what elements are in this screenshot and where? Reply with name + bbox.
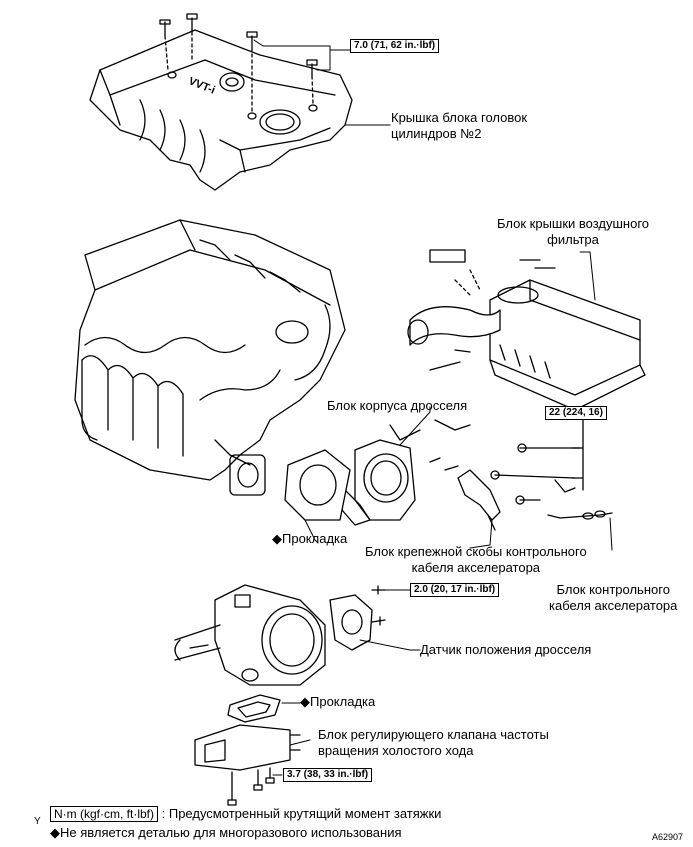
label-head-cover: Крышка блока головок цилиндров №2 [391, 110, 527, 142]
tps-part [329, 585, 386, 651]
label-air-cleaner-cap-line-1: Блок крышки воздушного [497, 216, 650, 231]
label-accel-cable: Блок контрольного кабеля акселератора [549, 582, 677, 614]
legend-unit-box: N·m (kgf·cm, ft·lbf) [50, 806, 158, 822]
gasket-2-part [227, 694, 281, 723]
label-accel-bracket-line-1: Блок крепежной скобы контрольного [365, 544, 587, 559]
label-head-cover-line-2: цилиндров №2 [391, 126, 482, 141]
label-air-cleaner-cap-line-2: фильтра [547, 232, 599, 247]
torque-spec-4: 3.7 (38, 33 in.·lbf) [283, 768, 373, 782]
label-gasket-2: ◆Прокладка [300, 694, 376, 709]
label-air-cleaner-cap: Блок крышки воздушного фильтра [497, 216, 649, 248]
figure-id: A62907 [652, 832, 684, 842]
bracket-bolts [490, 419, 584, 505]
throttle-body-part [341, 419, 471, 526]
air-cleaner-part [407, 249, 646, 411]
legend-unit-text: : Предусмотренный крутящий момент затяжк… [161, 806, 442, 821]
torque-spec-1: 7.0 (71, 62 in.·lbf) [350, 39, 440, 53]
torque-spec-2: 22 (224, 16) [545, 406, 607, 420]
leader-lines [253, 39, 613, 776]
accel-cable-part [547, 510, 613, 520]
label-isc-valve: Блок регулирующего клапана частоты враще… [318, 727, 549, 759]
label-isc-valve-line-2: вращения холостого хода [318, 743, 474, 758]
throttle-body-detail [174, 584, 326, 686]
label-head-cover-line-1: Крышка блока головок [391, 110, 528, 125]
label-isc-valve-line-1: Блок регулирующего клапана частоты [318, 727, 549, 742]
isc-valve-part [194, 724, 301, 806]
legend-non-reusable: ◆Не является деталью для многоразового и… [50, 825, 402, 840]
label-accel-cable-line-2: кабеля акселератора [549, 598, 678, 613]
legend-torque: N·m (kgf·cm, ft·lbf) : Предусмотренный к… [50, 806, 441, 822]
torque-spec-3: 2.0 (20, 17 in.·lbf) [410, 583, 500, 597]
head-cover-part [89, 29, 353, 191]
label-tps: Датчик положения дросселя [420, 642, 592, 657]
gasket-1-part [284, 449, 351, 521]
label-accel-bracket: Блок крепежной скобы контрольного кабеля… [365, 544, 587, 576]
engine-part [74, 219, 346, 496]
cover-bolts [159, 13, 318, 113]
corner-mark: Y [34, 816, 41, 827]
label-accel-bracket-line-2: кабеля акселератора [411, 560, 541, 575]
label-throttle-body: Блок корпуса дросселя [327, 398, 468, 413]
label-accel-cable-line-1: Блок контрольного [556, 582, 670, 597]
label-gasket-1: ◆Прокладка [272, 531, 348, 546]
